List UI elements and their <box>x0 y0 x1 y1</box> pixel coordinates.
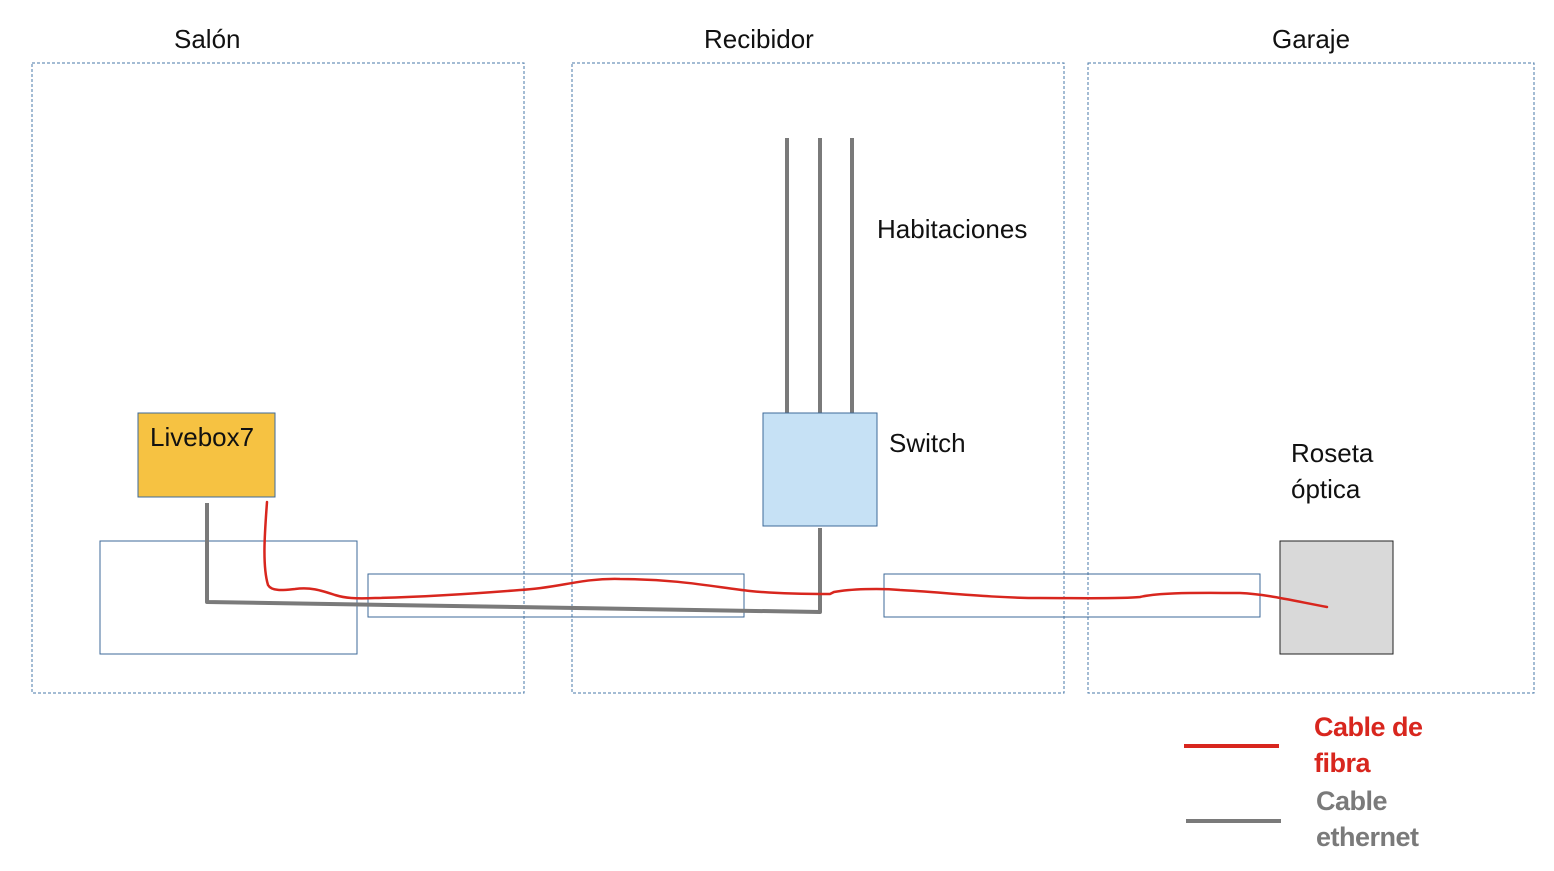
roseta-label-line1: Roseta <box>1291 438 1374 468</box>
switch-box <box>762 412 878 527</box>
legend-ethernet-text-line2: ethernet <box>1316 822 1419 852</box>
conduit-salon-recibidor <box>367 573 745 618</box>
room-label-salon: Salón <box>174 24 241 54</box>
room-label-garaje: Garaje <box>1272 24 1351 54</box>
switch-label: Switch <box>889 428 966 458</box>
roseta-label-line2: óptica <box>1291 474 1361 504</box>
legend-ethernet-text-line1: Cable <box>1316 786 1388 816</box>
legend-fiber-text-line1: Cable de <box>1314 712 1423 742</box>
legend-fiber-text-line2: fibra <box>1314 748 1371 778</box>
fiber-cable <box>263 500 1329 609</box>
room-label-recibidor: Recibidor <box>704 24 814 54</box>
conduit-recibidor-garaje <box>883 573 1261 618</box>
ethernet-cable-livebox-switch <box>205 503 822 614</box>
conduit-salon <box>99 540 358 655</box>
room-salon-outline <box>31 62 525 694</box>
roseta-box <box>1279 540 1394 655</box>
livebox-label: Livebox7 <box>150 422 255 452</box>
room-recibidor-outline <box>571 62 1065 694</box>
livebox-box <box>137 412 276 498</box>
room-garaje-outline <box>1087 62 1535 694</box>
habitaciones-label: Habitaciones <box>877 214 1028 244</box>
